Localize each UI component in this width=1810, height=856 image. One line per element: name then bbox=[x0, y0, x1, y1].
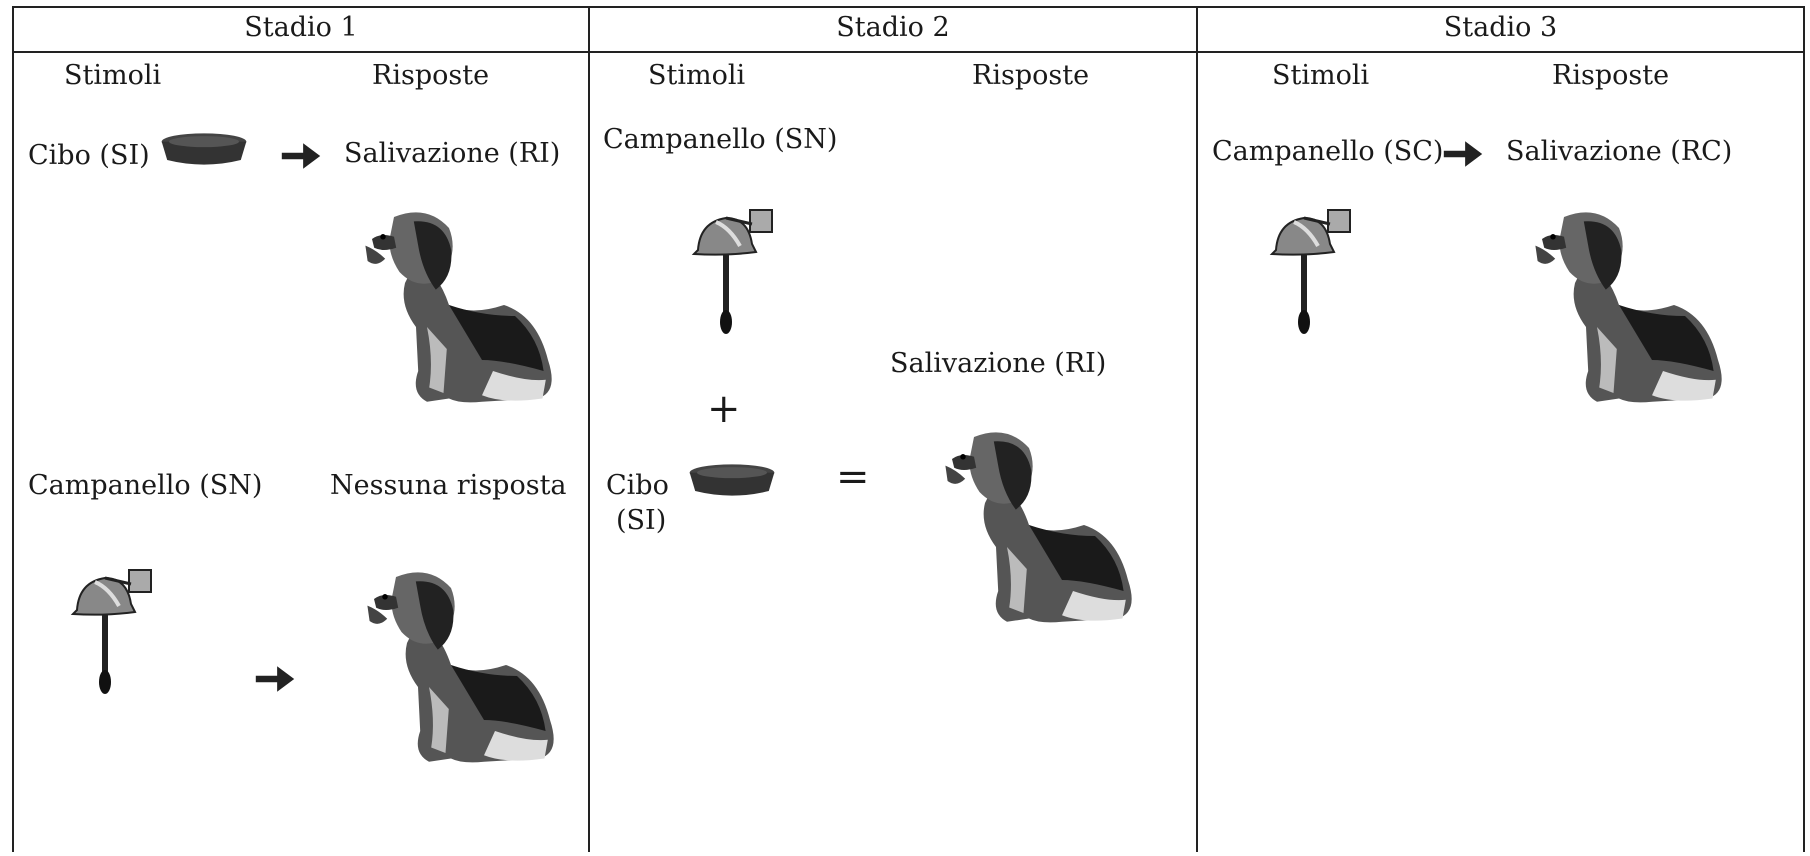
stage-3-stimoli-header: Stimoli bbox=[1272, 60, 1370, 91]
stage-1-no-response-label: Nessuna risposta bbox=[330, 470, 567, 501]
arrow-right-icon bbox=[278, 140, 324, 172]
diagram-frame bbox=[12, 6, 1805, 852]
stage-1-stimoli-header: Stimoli bbox=[64, 60, 162, 91]
stage-3-title: Stadio 3 bbox=[1443, 12, 1558, 43]
stage-1-salivation-response-label: Salivazione (RI) bbox=[344, 138, 561, 169]
dog-icon bbox=[1520, 195, 1740, 415]
stage-1-food-stimulus-label: Cibo (SI) bbox=[28, 140, 150, 171]
dog-icon bbox=[930, 415, 1150, 635]
stage-3-bell-stimulus-label: Campanello (SC) bbox=[1212, 136, 1444, 167]
equals-sign: = bbox=[836, 454, 870, 500]
stage-1-risposte-header: Risposte bbox=[372, 60, 490, 91]
stage-divider-1 bbox=[588, 6, 590, 852]
stage-2-food-stimulus-label: Cibo bbox=[606, 470, 669, 501]
stage-2-food-stimulus-code: (SI) bbox=[616, 505, 667, 536]
stage-1-bell-stimulus-label: Campanello (SN) bbox=[28, 470, 263, 501]
header-divider bbox=[12, 51, 1805, 53]
arrow-right-icon bbox=[252, 663, 298, 695]
food-bowl-icon bbox=[158, 129, 250, 169]
stage-2-stimoli-header: Stimoli bbox=[648, 60, 746, 91]
stage-2-risposte-header: Risposte bbox=[972, 60, 1090, 91]
stage-3-salivation-response-label: Salivazione (RC) bbox=[1506, 136, 1733, 167]
dog-icon bbox=[352, 555, 572, 775]
stage-2-title: Stadio 2 bbox=[836, 12, 950, 43]
bell-icon bbox=[1264, 200, 1354, 340]
arrow-right-icon bbox=[1440, 138, 1486, 170]
dog-icon bbox=[350, 195, 570, 415]
plus-sign: + bbox=[707, 386, 741, 432]
bell-icon bbox=[65, 560, 155, 700]
food-bowl-icon bbox=[686, 460, 778, 500]
stage-2-salivation-response-label: Salivazione (RI) bbox=[890, 348, 1107, 379]
stage-2-bell-stimulus-label: Campanello (SN) bbox=[603, 124, 838, 155]
stage-divider-2 bbox=[1196, 6, 1198, 852]
bell-icon bbox=[686, 200, 776, 340]
stage-3-risposte-header: Risposte bbox=[1552, 60, 1670, 91]
stage-1-title: Stadio 1 bbox=[244, 12, 358, 43]
